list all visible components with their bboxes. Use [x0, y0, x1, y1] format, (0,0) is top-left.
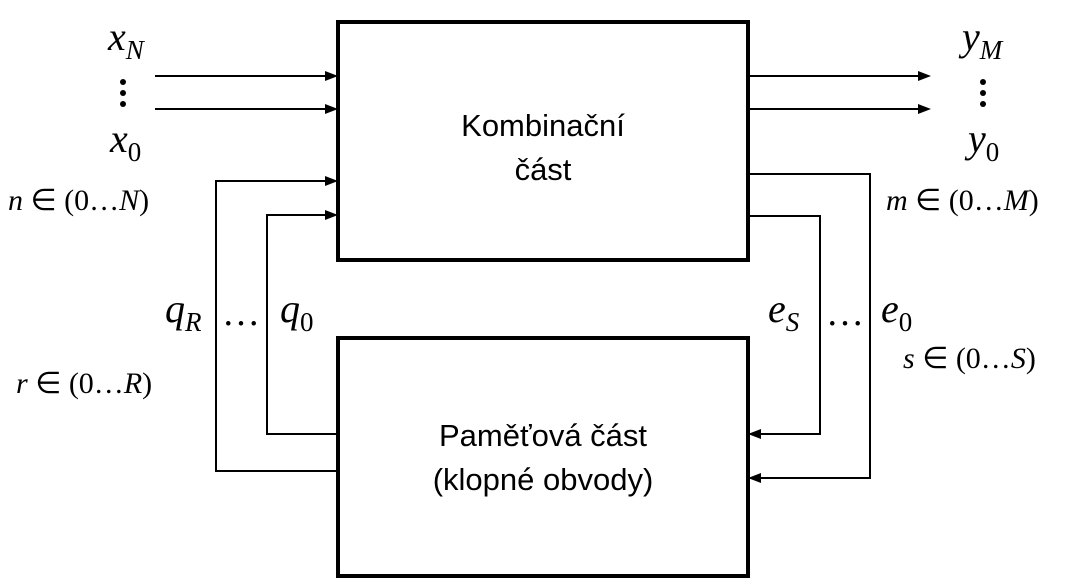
excitation-arrowhead-inner: [748, 429, 761, 439]
input-label-top: xN: [107, 14, 146, 65]
combinational-block-title-line1: Kombinační: [461, 108, 625, 143]
input-range-label: n ∈ (0…N): [8, 184, 149, 217]
input-vertical-dots: [120, 79, 126, 107]
state-label-last: q0: [280, 286, 314, 337]
output-arrowhead-bottom: [918, 104, 931, 114]
excitation-label-first: eS: [768, 286, 800, 337]
excitation-wires: [748, 173, 871, 483]
state-feedback-wires: [215, 176, 338, 472]
state-label-first: qR: [165, 286, 202, 337]
output-arrowhead-top: [918, 71, 931, 81]
combinational-block-title-line2: část: [515, 152, 572, 187]
output-label-bottom: y0: [964, 116, 999, 167]
output-wires: [748, 71, 931, 114]
excitation-label-last: e0: [881, 286, 912, 337]
memory-block-title-line1: Paměťová část: [439, 418, 647, 453]
memory-block: [336, 336, 750, 578]
output-label-top: yM: [958, 14, 1004, 65]
state-wire-inner: [266, 214, 338, 435]
state-label-dots: …: [222, 292, 260, 334]
state-arrowhead-outer: [325, 176, 338, 186]
excitation-wire-outer: [748, 173, 871, 479]
output-range-label: m ∈ (0…M): [886, 184, 1039, 217]
memory-block-title-line2: (klopné obvody): [433, 462, 654, 497]
input-label-bottom: x0: [109, 116, 141, 167]
state-arrowhead-inner: [325, 210, 338, 220]
state-wire-outer: [215, 180, 338, 472]
combinational-block: [336, 20, 750, 262]
excitation-label-dots: …: [826, 292, 864, 334]
input-arrowhead-top: [325, 71, 338, 81]
output-vertical-dots: [980, 79, 986, 107]
input-wires: [155, 71, 338, 114]
excitation-range-label: s ∈ (0…S): [903, 342, 1036, 375]
input-arrowhead-bottom: [325, 104, 338, 114]
state-range-label: r ∈ (0…R): [16, 367, 152, 400]
excitation-arrowhead-outer: [748, 473, 761, 483]
excitation-wire-inner: [748, 215, 821, 435]
